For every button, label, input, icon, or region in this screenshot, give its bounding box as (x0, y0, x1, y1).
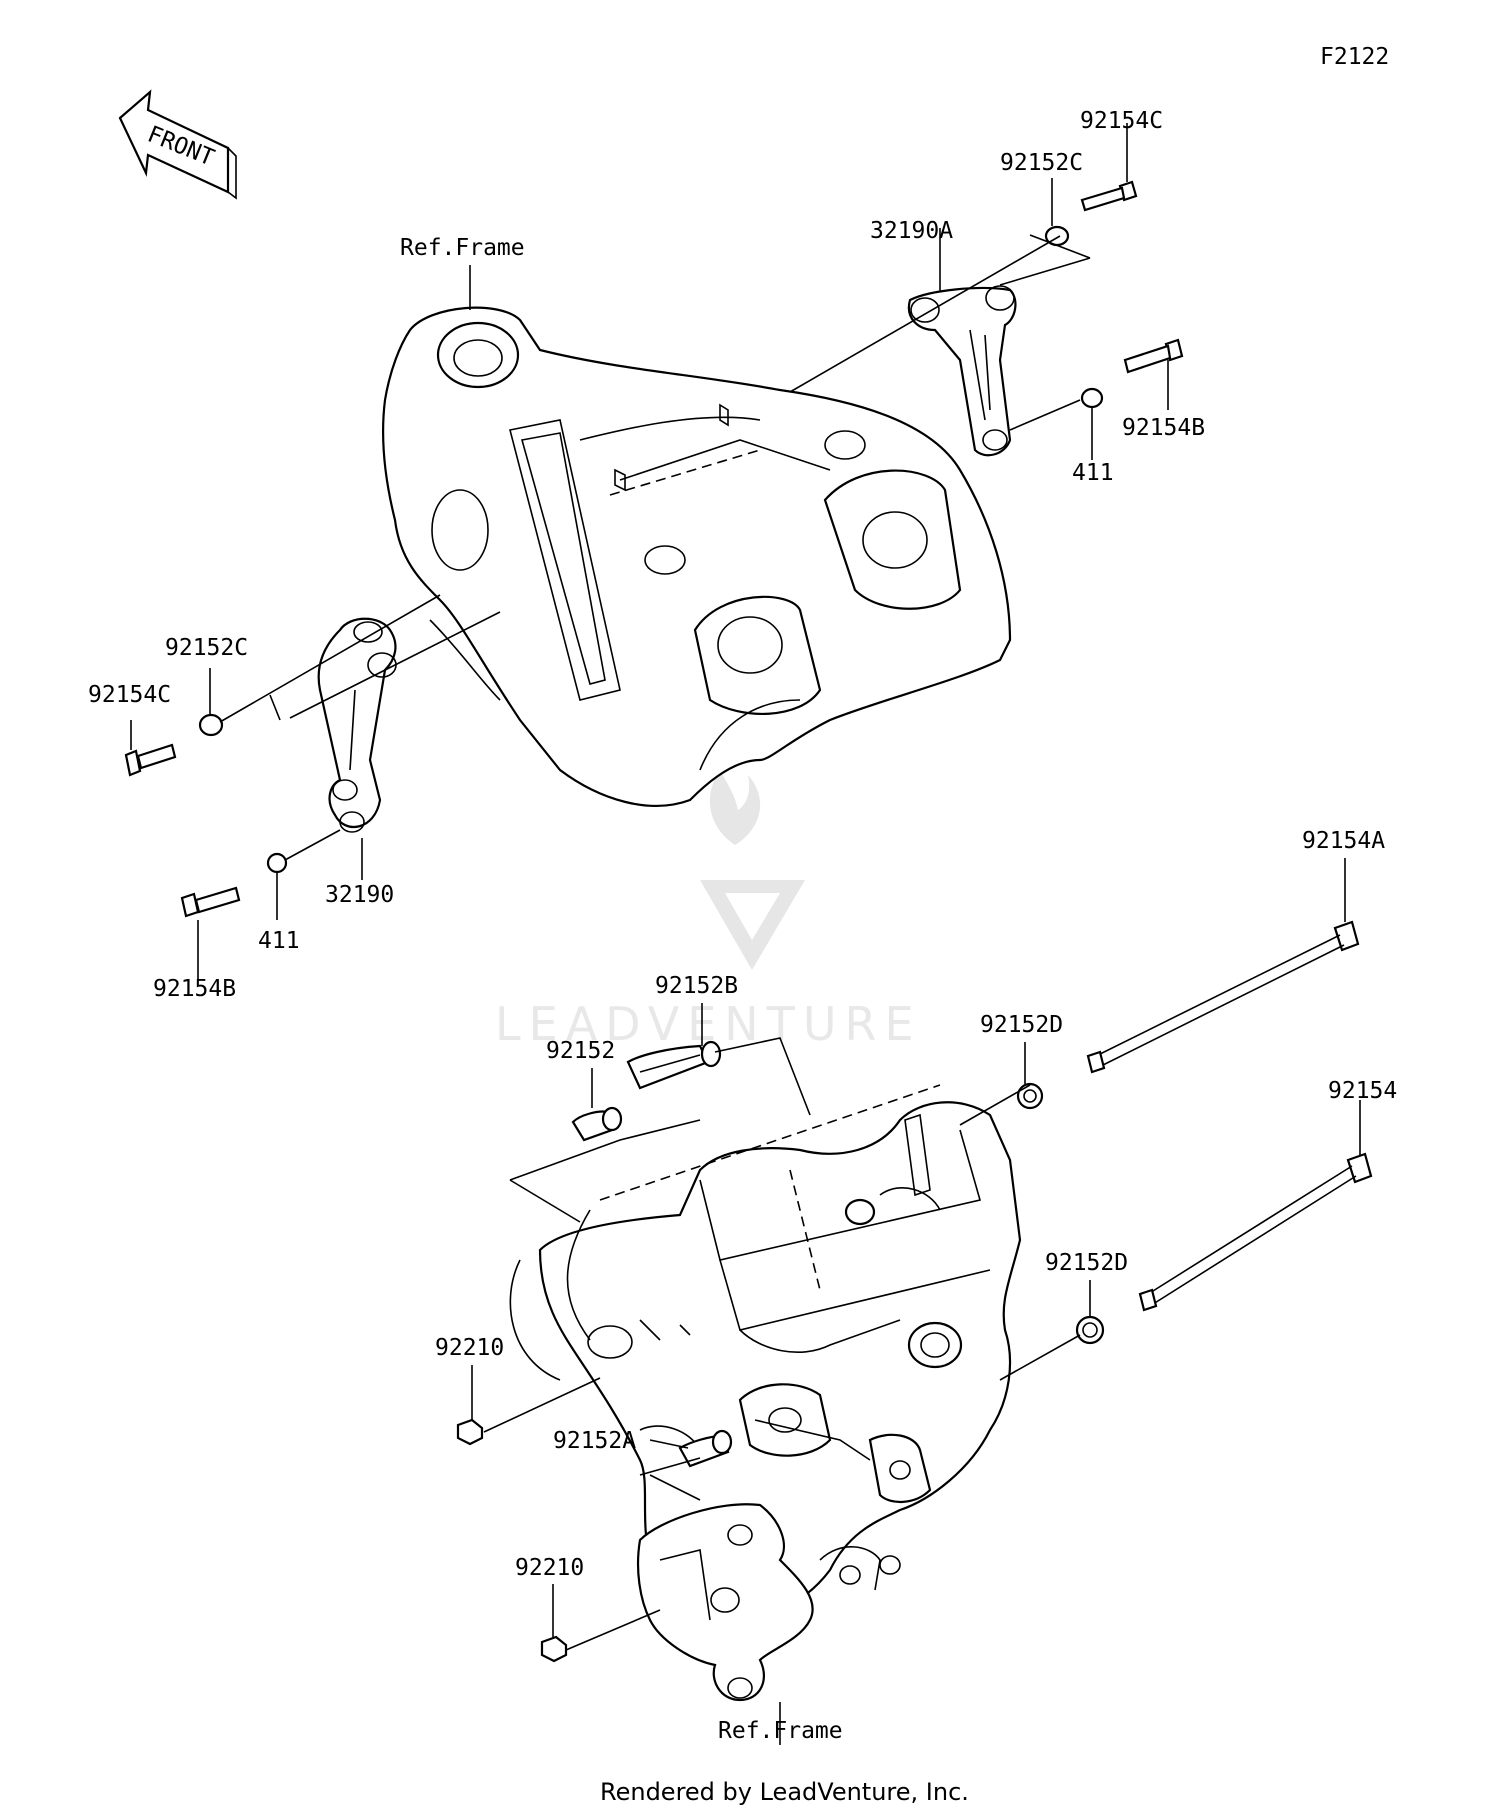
label-92152D-top: 92152D (980, 1012, 1063, 1038)
label-32190: 32190 (325, 882, 394, 908)
watermark: LEADVENTURE (495, 770, 922, 1051)
upper-leader-lines (130, 123, 1169, 980)
label-92152A: 92152A (553, 1428, 636, 1454)
bracket-32190A-drawing (907, 285, 1017, 457)
lower-leader-lines (471, 858, 1361, 1745)
lower-engine-drawing (509, 1084, 1022, 1615)
label-92154B-top: 92154B (1122, 415, 1205, 441)
label-92154B-left: 92154B (153, 976, 236, 1002)
label-92210-bottom: 92210 (515, 1555, 584, 1581)
part-labels: Ref.Frame 92154C 92152C 32190A 92154B 41… (88, 108, 1397, 1744)
figure-id: F2122 (1320, 44, 1389, 70)
label-411-top: 411 (1072, 460, 1114, 486)
upper-frame-drawing (381, 306, 1012, 807)
front-arrow-icon: FRONT (118, 89, 237, 200)
bracket-32190-drawing (317, 617, 397, 833)
label-32190A: 32190A (870, 218, 953, 244)
label-92154: 92154 (1328, 1078, 1397, 1104)
footer-credit: Rendered by LeadVenture, Inc. (600, 1778, 969, 1806)
label-92210-mid: 92210 (435, 1335, 504, 1361)
label-411-left: 411 (258, 928, 300, 954)
label-92154C-top: 92154C (1080, 108, 1163, 134)
label-ref-frame-bottom: Ref.Frame (718, 1718, 843, 1744)
upper-fasteners (124, 180, 1184, 918)
watermark-text: LEADVENTURE (495, 997, 922, 1051)
label-ref-frame-top: Ref.Frame (400, 235, 525, 261)
label-92152: 92152 (546, 1038, 615, 1064)
label-92152D-mid: 92152D (1045, 1250, 1128, 1276)
label-92152C-left: 92152C (165, 635, 248, 661)
label-92154C-left: 92154C (88, 682, 171, 708)
lower-fasteners (456, 920, 1373, 1663)
label-92152B: 92152B (655, 973, 738, 999)
lower-mount-bracket-drawing (636, 1503, 901, 1702)
label-92154A: 92154A (1302, 828, 1385, 854)
label-92152C-top: 92152C (1000, 150, 1083, 176)
